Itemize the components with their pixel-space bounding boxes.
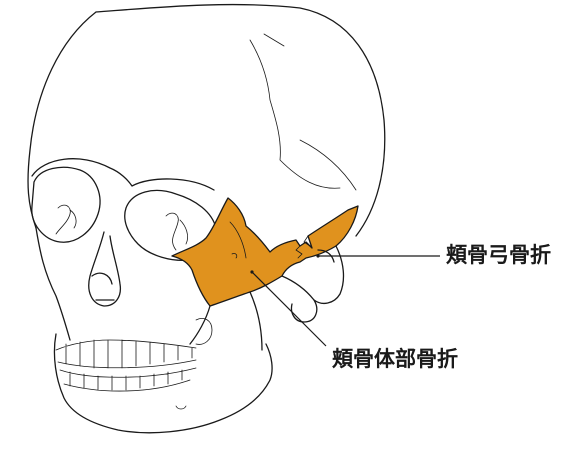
left-orbit bbox=[32, 167, 100, 242]
upper-teeth bbox=[56, 340, 196, 368]
mandible bbox=[54, 334, 272, 433]
left-orbit-inner bbox=[56, 205, 76, 234]
cranial-suture bbox=[250, 34, 356, 190]
maxilla-left bbox=[36, 228, 70, 340]
leader-dot-arch bbox=[316, 254, 319, 257]
leader-dot-body bbox=[250, 270, 253, 273]
cranium-outline bbox=[28, 5, 385, 236]
mandible-notch bbox=[176, 406, 186, 409]
zygomatic-fracture-region bbox=[172, 198, 358, 306]
brow-ridge bbox=[32, 159, 214, 190]
zygomatic-arch-fracture-label: 頬骨弓骨折 bbox=[446, 245, 551, 266]
zygomatic-body-fracture-label: 頬骨体部骨折 bbox=[332, 349, 458, 370]
lower-teeth bbox=[60, 368, 196, 391]
nasal-cavity bbox=[89, 232, 121, 306]
right-orbit-inner bbox=[166, 213, 188, 250]
leader-line-body bbox=[252, 272, 326, 346]
